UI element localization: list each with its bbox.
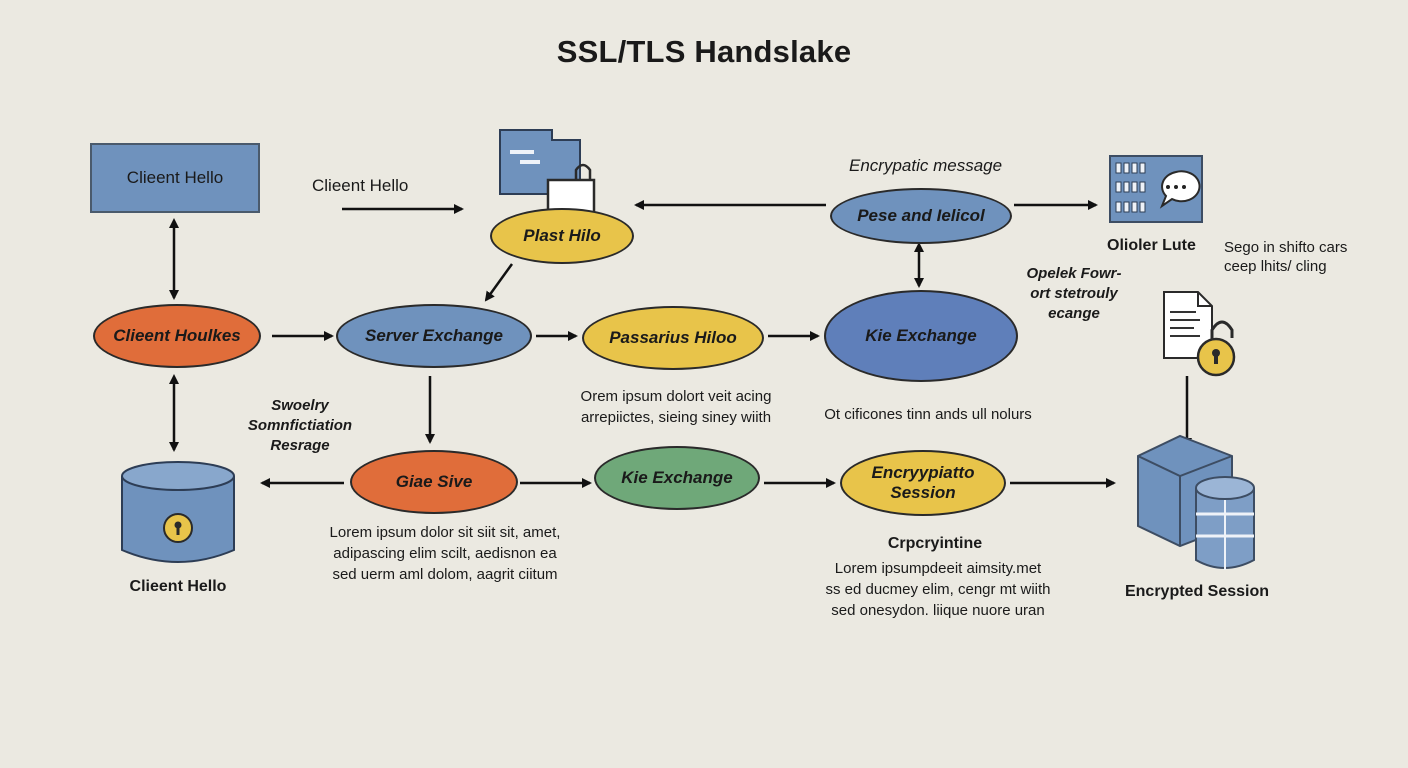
node-label: Server Exchange bbox=[365, 326, 503, 345]
node-plast-hilo[interactable]: Plast Hilo bbox=[490, 208, 634, 264]
node-giae-sive[interactable]: Giae Sive bbox=[350, 450, 518, 514]
text-lorem-left: Lorem ipsum dolor sit siit sit, amet, ad… bbox=[329, 524, 561, 583]
node-label: Plast Hilo bbox=[523, 226, 601, 245]
node-server-exchange[interactable]: Server Exchange bbox=[336, 304, 532, 368]
node-label: Passarius Hiloo bbox=[609, 328, 737, 347]
label-chat-icon: Olioler Lute bbox=[1107, 237, 1196, 254]
document-lock-icon bbox=[1163, 291, 1236, 377]
node-kie-exchange-top[interactable]: Kie Exchange bbox=[824, 290, 1018, 382]
certificate-lock-icon bbox=[499, 129, 596, 222]
node-label: Giae Sive bbox=[395, 472, 473, 491]
text-lorem-right: Lorem ipsumpdeeit aimsity.met ss ed ducm… bbox=[825, 560, 1051, 619]
node-label: Kie Exchange bbox=[865, 326, 977, 345]
node-label: Pese and Ielicol bbox=[857, 206, 985, 225]
server-stack-icon bbox=[1137, 434, 1255, 570]
label-swoolry: Swoelry Somnfictiation Resrage bbox=[247, 397, 353, 454]
text-orem-ipsum: Orem ipsum dolort veit acing arrepiictes… bbox=[580, 388, 772, 426]
node-label: Clieent Hello bbox=[126, 168, 224, 187]
node-label: Clieent Houlkes bbox=[113, 326, 241, 345]
label-client-hello-arrow: Clieent Hello bbox=[312, 176, 409, 195]
node-passarius-hiloo[interactable]: Passarius Hiloo bbox=[582, 306, 764, 370]
node-label: Kie Exchange bbox=[621, 468, 733, 487]
diagram-title: SSL/TLS Handslake bbox=[556, 34, 852, 69]
arrow-plast-to-server bbox=[484, 263, 514, 302]
database-lock-icon bbox=[121, 461, 235, 563]
node-encryption-session[interactable]: Encryypiatto Session bbox=[840, 450, 1006, 516]
node-kie-exchange-bottom[interactable]: Kie Exchange bbox=[594, 446, 760, 510]
label-db-client-hello: Clieent Hello bbox=[129, 578, 227, 595]
node-client-holikes[interactable]: Clieent Houlkes bbox=[93, 304, 261, 368]
node-pese-and-helicol[interactable]: Pese and Ielicol bbox=[830, 188, 1012, 244]
text-ot-cificones: Ot cificones tinn ands ull nolurs bbox=[824, 406, 1032, 423]
label-encrypted-message: Encrypatic message bbox=[849, 156, 1003, 175]
node-client-hello-box[interactable]: Clieent Hello bbox=[90, 143, 260, 213]
label-segment-note: Sego in shifto cars ceep lhits/ cling bbox=[1224, 239, 1348, 275]
label-open-forward: Opelek Fowr- ort stetrouly ecange bbox=[1026, 265, 1122, 322]
node-label: Encryypiatto Session bbox=[871, 463, 975, 502]
chat-panel-icon bbox=[1109, 155, 1203, 223]
label-crypto-title: Crpcryintine bbox=[887, 535, 983, 552]
label-encrypted-session: Encrypted Session bbox=[1124, 583, 1270, 600]
